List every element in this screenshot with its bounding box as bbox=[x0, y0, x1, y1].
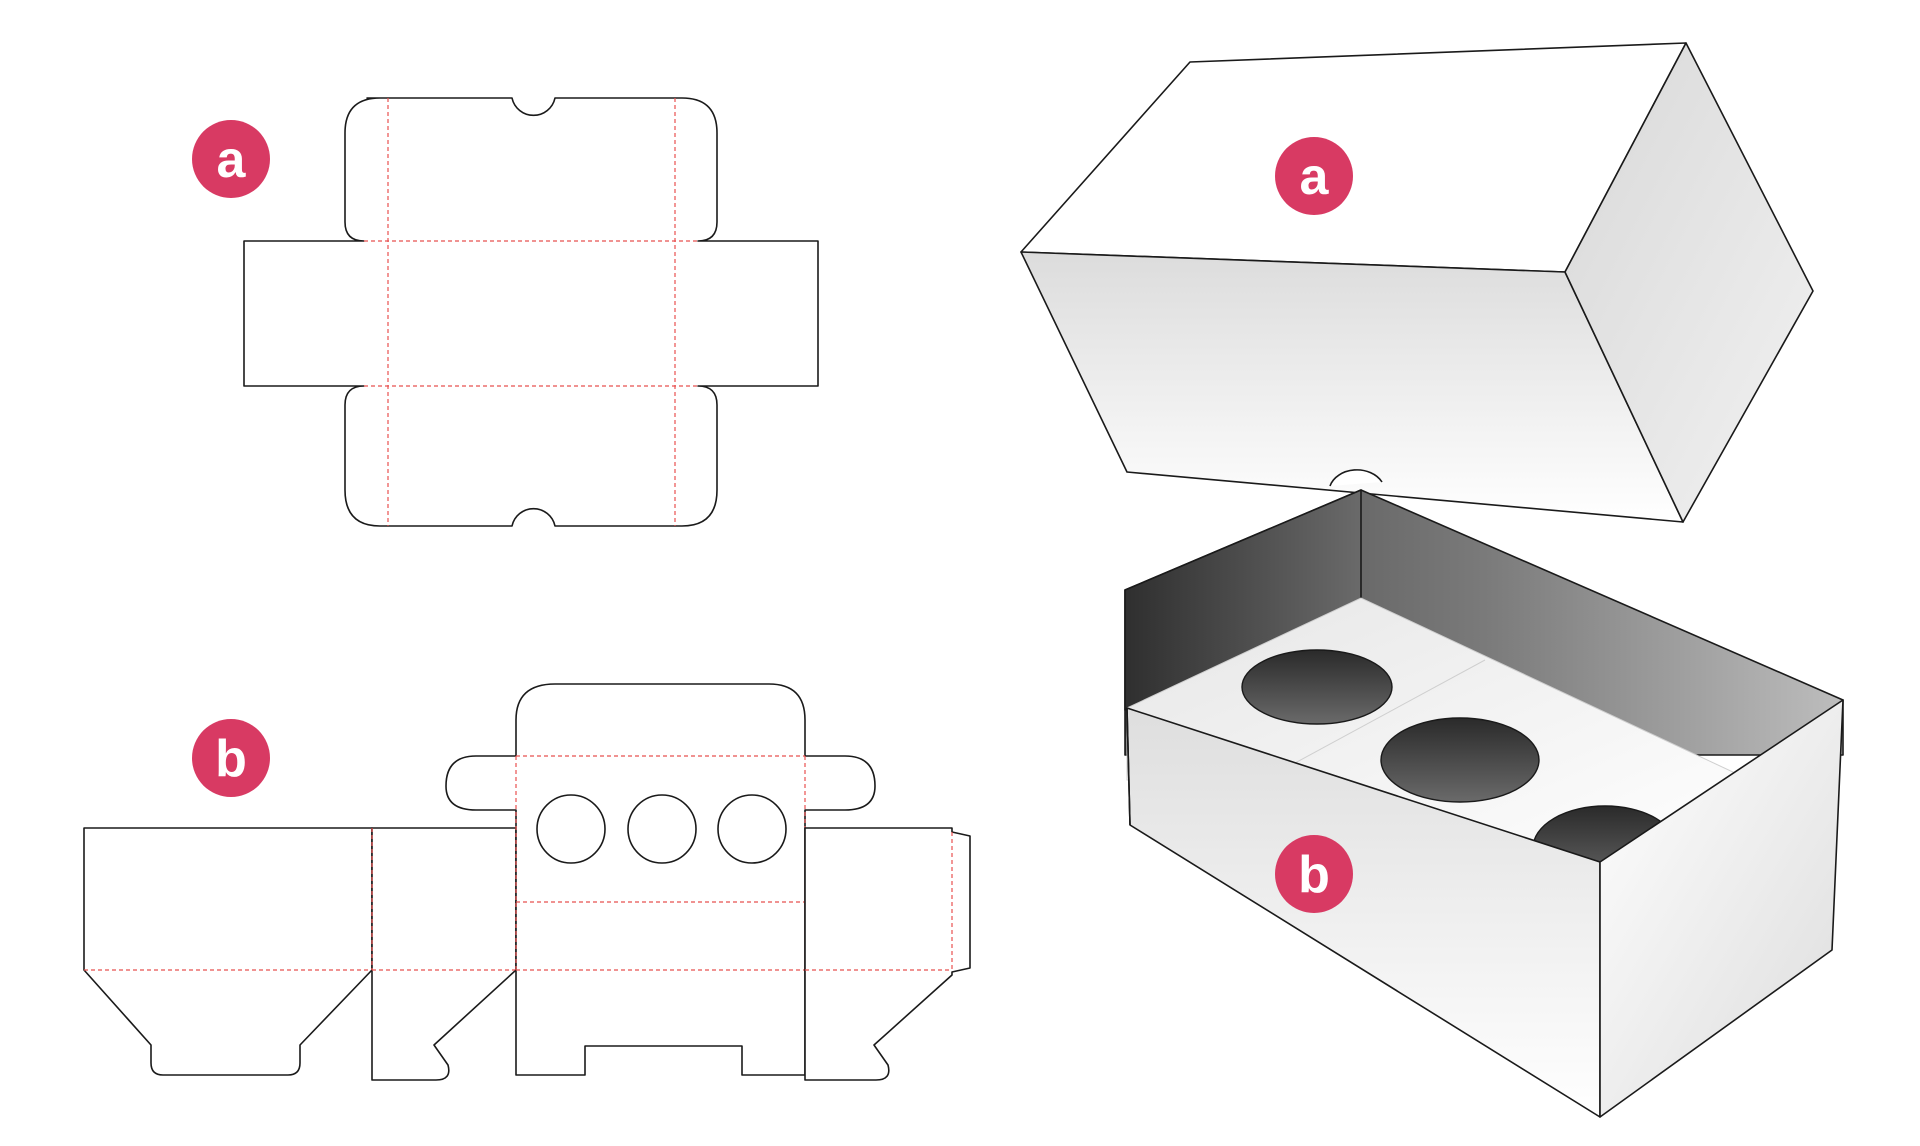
badge-a-dieline-label: a bbox=[217, 131, 247, 189]
badge-a-3d-label: a bbox=[1300, 148, 1330, 206]
dieline-b bbox=[83, 683, 971, 1081]
badge-b-3d: b bbox=[1275, 835, 1353, 913]
badge-a-dieline-circle bbox=[192, 120, 270, 198]
tray-second-panel bbox=[371, 827, 517, 1081]
insert-holes bbox=[536, 794, 787, 864]
tray-hole-1 bbox=[1241, 649, 1393, 725]
badge-b-3d-circle bbox=[1275, 835, 1353, 913]
badge-a-3d-circle bbox=[1275, 137, 1353, 215]
tray-hole-2 bbox=[1380, 717, 1540, 803]
insert-hole-1 bbox=[536, 794, 606, 864]
lid-right-face bbox=[1564, 42, 1814, 523]
tray-3d bbox=[1124, 489, 1844, 1118]
lid-3d bbox=[1020, 42, 1814, 523]
badge-a-dieline: a bbox=[192, 120, 270, 198]
lid-dieline-outline bbox=[243, 97, 819, 527]
tray-center-panel bbox=[445, 683, 876, 1076]
lid-thumb-notch bbox=[1329, 469, 1383, 487]
tray-right-wall bbox=[1599, 699, 1844, 1118]
insert-hole-3 bbox=[717, 794, 787, 864]
badge-b-3d-label: b bbox=[1298, 846, 1330, 904]
badge-b-dieline-label: b bbox=[215, 730, 247, 788]
badge-b-dieline: b bbox=[192, 719, 270, 797]
insert-fold bbox=[1259, 659, 1486, 783]
dieline-a bbox=[243, 97, 819, 527]
insert-hole-2 bbox=[627, 794, 697, 864]
badge-a-3d: a bbox=[1275, 137, 1353, 215]
lid-fold-lines bbox=[364, 98, 698, 526]
tray-left-panel bbox=[83, 827, 373, 1076]
badge-b-dieline-circle bbox=[192, 719, 270, 797]
tray-right-panel bbox=[804, 827, 971, 1081]
